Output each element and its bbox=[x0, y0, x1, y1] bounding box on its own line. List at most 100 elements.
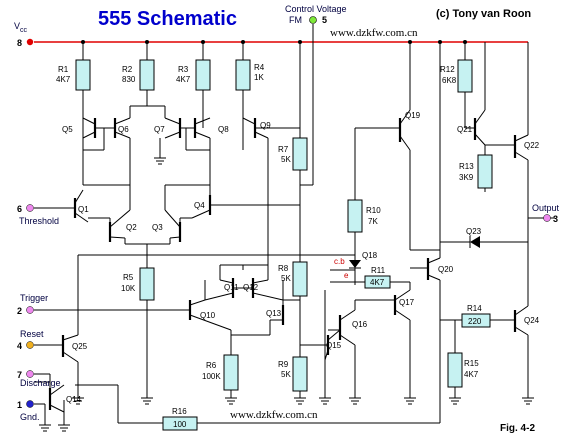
transistor-q11: Q11 bbox=[204, 278, 253, 301]
svg-text:5K: 5K bbox=[281, 370, 291, 379]
svg-text:Q23: Q23 bbox=[466, 227, 482, 236]
svg-text:R10: R10 bbox=[366, 206, 381, 215]
pin-threshold: 6 Threshold bbox=[17, 204, 59, 226]
svg-text:Q13: Q13 bbox=[266, 309, 282, 318]
svg-text:R1: R1 bbox=[58, 65, 69, 74]
svg-text:Q7: Q7 bbox=[154, 125, 165, 134]
output-label: Output bbox=[532, 203, 560, 213]
pin-discharge: 7 Discharge bbox=[17, 370, 61, 388]
control-voltage-pin-number: 5 bbox=[322, 15, 327, 25]
gnd-label: Gnd. bbox=[20, 412, 40, 422]
svg-text:Q9: Q9 bbox=[260, 121, 271, 130]
watermark-top: www.dzkfw.com.cn bbox=[330, 27, 418, 39]
svg-text:100K: 100K bbox=[202, 372, 221, 381]
svg-text:4K7: 4K7 bbox=[56, 75, 71, 84]
transistor-q16: Q16 bbox=[338, 309, 368, 346]
reset-pin-number: 4 bbox=[17, 341, 22, 351]
svg-text:R4: R4 bbox=[254, 63, 265, 72]
schematic-title: 555 Schematic bbox=[98, 8, 237, 30]
pin-gnd: 1 Gnd. bbox=[17, 400, 40, 422]
svg-text:4K7: 4K7 bbox=[176, 75, 191, 84]
trigger-pin-number: 2 bbox=[17, 306, 22, 316]
transistor-q6: Q6 bbox=[113, 117, 131, 139]
vcc-pin-number: 8 bbox=[17, 38, 22, 48]
svg-text:Q20: Q20 bbox=[438, 265, 454, 274]
control-voltage-label: Control Voltage bbox=[285, 4, 347, 14]
discharge-label: Discharge bbox=[20, 378, 61, 388]
svg-text:R11: R11 bbox=[371, 266, 386, 275]
ground-symbols bbox=[39, 157, 534, 432]
svg-text:1K: 1K bbox=[254, 73, 264, 82]
svg-text:R12: R12 bbox=[440, 65, 455, 74]
vcc-pin-dot bbox=[26, 38, 34, 46]
svg-text:Q22: Q22 bbox=[524, 141, 540, 150]
svg-text:7K: 7K bbox=[368, 217, 378, 226]
svg-text:Q21: Q21 bbox=[457, 125, 473, 134]
transistor-q22: Q22 bbox=[505, 134, 540, 161]
svg-text:R16: R16 bbox=[172, 407, 187, 416]
transistor-q2: Q2 bbox=[108, 185, 137, 242]
svg-text:R14: R14 bbox=[467, 304, 482, 313]
svg-text:R6: R6 bbox=[206, 361, 217, 370]
svg-text:Q1: Q1 bbox=[78, 205, 89, 214]
transistor-q23: Q23 bbox=[466, 227, 482, 248]
transistor-q10: Q10 bbox=[188, 299, 232, 331]
svg-text:3K9: 3K9 bbox=[459, 173, 474, 182]
svg-text:Q11: Q11 bbox=[224, 283, 239, 292]
svg-text:6K8: 6K8 bbox=[442, 76, 457, 85]
svg-text:Q24: Q24 bbox=[524, 316, 540, 325]
svg-text:Q19: Q19 bbox=[405, 111, 421, 120]
watermark-bottom: www.dzkfw.com.cn bbox=[230, 409, 318, 421]
transistor-q18: Q18 c.b e bbox=[334, 251, 378, 280]
svg-text:830: 830 bbox=[122, 75, 136, 84]
transistor-q19: Q19 bbox=[398, 109, 421, 151]
svg-text:Q14: Q14 bbox=[66, 395, 82, 404]
threshold-pin-number: 6 bbox=[17, 204, 22, 214]
reset-label: Reset bbox=[20, 329, 44, 339]
gnd-pin-number: 1 bbox=[17, 400, 22, 410]
svg-text:5K: 5K bbox=[281, 274, 291, 283]
svg-text:Q16: Q16 bbox=[352, 320, 368, 329]
svg-text:e: e bbox=[344, 271, 349, 280]
pin-reset: 4 Reset bbox=[17, 329, 44, 351]
control-voltage-pin-dot bbox=[309, 16, 317, 24]
svg-text:R9: R9 bbox=[278, 360, 289, 369]
svg-text:R7: R7 bbox=[278, 145, 289, 154]
svg-text:Q25: Q25 bbox=[72, 342, 88, 351]
svg-text:Q15: Q15 bbox=[326, 341, 342, 350]
transistor-q13: Q13 bbox=[266, 300, 285, 325]
figure-label: Fig. 4-2 bbox=[500, 423, 535, 434]
svg-text:4K7: 4K7 bbox=[464, 370, 479, 379]
svg-text:R15: R15 bbox=[464, 359, 479, 368]
transistor-q20: Q20 bbox=[410, 257, 454, 281]
svg-text:Q4: Q4 bbox=[194, 201, 205, 210]
svg-text:Q10: Q10 bbox=[200, 311, 216, 320]
svg-text:R13: R13 bbox=[459, 162, 474, 171]
transistor-q9: Q9 bbox=[242, 117, 271, 139]
transistor-q24: Q24 bbox=[513, 305, 540, 336]
svg-text:R3: R3 bbox=[178, 65, 189, 74]
fm-label: FM bbox=[289, 15, 302, 25]
discharge-pin-number: 7 bbox=[17, 370, 22, 380]
vcc-rail bbox=[34, 40, 528, 44]
resistor-r6: R6 100K bbox=[202, 354, 239, 391]
svg-text:Q3: Q3 bbox=[152, 223, 163, 232]
transistor-q4: Q4 bbox=[191, 185, 220, 219]
transistor-q8: Q8 bbox=[193, 117, 229, 139]
output-pin-number: 3 bbox=[553, 214, 558, 224]
svg-text:100: 100 bbox=[173, 420, 187, 429]
svg-text:R5: R5 bbox=[123, 273, 134, 282]
transistor-q1: Q1 bbox=[73, 189, 89, 223]
